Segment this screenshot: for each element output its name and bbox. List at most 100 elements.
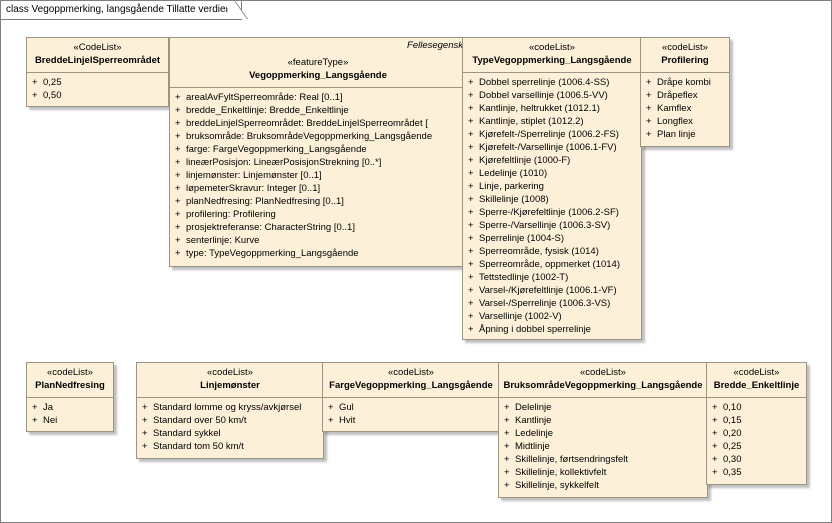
class-attribute[interactable]: +Sperreområde, oppmerket (1014) — [463, 258, 641, 271]
class-attribute[interactable]: +lineærPosisjon: LineærPosisjonStrekning… — [170, 156, 466, 169]
class-box-bredde-linjel[interactable]: «CodeList»BreddeLinjelSperreområdet+0,25… — [26, 37, 169, 107]
class-header: «codeList»Bredde_Enkeltlinje — [707, 363, 806, 398]
class-attribute[interactable]: +0,30 — [707, 453, 806, 466]
attribute-text: 0,10 — [723, 402, 742, 413]
visibility-public: + — [468, 155, 474, 166]
class-attribute[interactable]: +Kantlinje — [499, 414, 707, 427]
class-attribute[interactable]: +linjemønster: Linjemønster [0..1] — [170, 169, 466, 182]
class-attribute[interactable]: +Gul — [323, 401, 499, 414]
class-attribute[interactable]: +Ledelinje (1010) — [463, 167, 641, 180]
class-box-profilering[interactable]: «codeList»Profilering+Dråpe kombi+Dråpef… — [640, 37, 730, 147]
class-attribute[interactable]: +Sperreområde, fysisk (1014) — [463, 245, 641, 258]
class-box-linjemonster[interactable]: «codeList»Linjemønster+Standard lomme og… — [136, 362, 324, 459]
class-attribute[interactable]: + profilering: Profilering — [170, 208, 466, 221]
class-attribute[interactable]: +0,25 — [27, 76, 168, 89]
class-attribute[interactable]: +Skillelinje, kollektivfelt — [499, 466, 707, 479]
class-attribute[interactable]: +Varsellinje (1002-V) — [463, 310, 641, 323]
class-attribute[interactable]: +Kjørefelt-/Varsellinje (1006.1-FV) — [463, 141, 641, 154]
class-attribute[interactable]: +planNedfresing: PlanNedfresing [0..1] — [170, 195, 466, 208]
attribute-text: Kantlinje, heltrukket (1012.1) — [479, 103, 600, 114]
attribute-text: prosjektreferanse: CharacterString [0..1… — [186, 222, 355, 233]
attribute-text: Kamflex — [657, 103, 692, 114]
attribute-text: Skillelinje, sykkelfelt — [515, 480, 599, 491]
class-attribute[interactable]: +Åpning i dobbel sperrelinje — [463, 323, 641, 336]
visibility-public: + — [175, 92, 181, 103]
class-attribute[interactable]: +Kantlinje, heltrukket (1012.1) — [463, 102, 641, 115]
class-attribute[interactable]: +Varsel-/Sperrelinje (1006.3-VS) — [463, 297, 641, 310]
class-attribute[interactable]: +Dråpe kombi — [641, 76, 729, 89]
class-attribute[interactable]: +Linje, parkering — [463, 180, 641, 193]
class-attribute[interactable]: +Plan linje — [641, 128, 729, 141]
class-box-farge[interactable]: «codeList»FargeVegoppmerking_Langsgående… — [322, 362, 500, 432]
class-attribute[interactable]: +Standard tom 50 km/t — [137, 440, 323, 453]
class-attribute[interactable]: +0,10 — [707, 401, 806, 414]
class-header: «codeList»TypeVegoppmerking_Langsgående — [463, 38, 641, 73]
class-attribute[interactable]: +0,15 — [707, 414, 806, 427]
class-attribute[interactable]: +Skillelinje (1008) — [463, 193, 641, 206]
class-attribute[interactable]: +Hvit — [323, 414, 499, 427]
attribute-text: Skillelinje (1008) — [479, 194, 549, 205]
attribute-text: Kjørefeltlinje (1000-F) — [479, 155, 571, 166]
visibility-public: + — [175, 209, 181, 220]
visibility-public: + — [504, 428, 510, 439]
visibility-public: + — [468, 220, 474, 231]
attribute-text: Tettstedlinje (1002-T) — [479, 272, 569, 283]
visibility-public: + — [468, 77, 474, 88]
attribute-text: profilering: Profilering — [186, 209, 276, 220]
visibility-public: + — [504, 415, 510, 426]
class-attribute[interactable]: +bruksområde: BruksområdeVegoppmerking_L… — [170, 130, 466, 143]
class-attribute[interactable]: +løpemeterSkravur: Integer [0..1] — [170, 182, 466, 195]
class-attribute[interactable]: +Kamflex — [641, 102, 729, 115]
class-attribute[interactable]: +prosjektreferanse: CharacterString [0..… — [170, 221, 466, 234]
class-attribute[interactable]: +Standard over 50 km/t — [137, 414, 323, 427]
class-attribute[interactable]: + Skillelinje, sykkelfelt — [499, 479, 707, 492]
class-attribute[interactable]: + Kjørefeltlinje (1000-F) — [463, 154, 641, 167]
class-header: Fellesegensk«featureType»Vegoppmerking_L… — [170, 38, 466, 88]
class-attribute[interactable]: +0,35 — [707, 466, 806, 479]
class-attribute[interactable]: +Nei — [27, 414, 113, 427]
visibility-public: + — [712, 454, 718, 465]
class-box-bruksomrade[interactable]: «codeList»BruksområdeVegoppmerking_Langs… — [498, 362, 708, 498]
visibility-public: + — [468, 129, 474, 140]
attribute-text: Skillelinje, førtsendringsfelt — [515, 454, 628, 465]
class-attribute[interactable]: +Sperre-/Kjørefeltlinje (1006.2-SF) — [463, 206, 641, 219]
class-attribute[interactable]: +Skillelinje, førtsendringsfelt — [499, 453, 707, 466]
class-attribute[interactable]: +bredde_Enkeltlinje: Bredde_Enkeltlinje — [170, 104, 466, 117]
class-box-plan-nedfresing[interactable]: «codeList»PlanNedfresing+Ja+Nei — [26, 362, 114, 432]
visibility-public: + — [646, 77, 652, 88]
class-attribute[interactable]: +breddeLinjelSperreområdet: BreddeLinjel… — [170, 117, 466, 130]
class-attribute[interactable]: +Varsel-/Kjørefeltlinje (1006.1-VF) — [463, 284, 641, 297]
class-attribute[interactable]: +Longflex — [641, 115, 729, 128]
class-attribute[interactable]: +Kantlinje, stiplet (1012.2) — [463, 115, 641, 128]
class-attribute[interactable]: +Ledelinje — [499, 427, 707, 440]
class-attribute[interactable]: +Dobbel sperrelinje (1006.4-SS) — [463, 76, 641, 89]
visibility-public: + — [175, 131, 181, 142]
visibility-public: + — [504, 480, 510, 491]
class-attribute[interactable]: +Sperre-/Varsellinje (1006.3-SV) — [463, 219, 641, 232]
visibility-public: + — [712, 428, 718, 439]
class-attribute[interactable]: +0,25 — [707, 440, 806, 453]
class-attribute[interactable]: +Standard sykkel — [137, 427, 323, 440]
class-attribute[interactable]: +0,20 — [707, 427, 806, 440]
class-box-type-vegopp[interactable]: «codeList»TypeVegoppmerking_Langsgående +… — [462, 37, 642, 340]
class-name: Profilering — [661, 55, 709, 66]
class-box-bredde-enkelt[interactable]: «codeList»Bredde_Enkeltlinje+0,10+0,15+0… — [706, 362, 807, 485]
class-attribute[interactable]: +farge: FargeVegoppmerking_Langsgående — [170, 143, 466, 156]
class-attribute[interactable]: +Delelinje — [499, 401, 707, 414]
class-attribute[interactable]: +Sperrelinje (1004-S) — [463, 232, 641, 245]
class-stereotype: «codeList» — [47, 367, 93, 378]
class-box-vegoppmerking[interactable]: Fellesegensk«featureType»Vegoppmerking_L… — [169, 37, 467, 267]
class-attribute[interactable]: +Ja — [27, 401, 113, 414]
class-attribute[interactable]: +Dråpeflex — [641, 89, 729, 102]
class-attribute[interactable]: +Midtlinje — [499, 440, 707, 453]
class-attribute[interactable]: +0,50 — [27, 89, 168, 102]
class-attribute[interactable]: +Dobbel varsellinje (1006.5-VV) — [463, 89, 641, 102]
class-attribute[interactable]: +Tettstedlinje (1002-T) — [463, 271, 641, 284]
class-attribute[interactable]: +senterlinje: Kurve — [170, 234, 466, 247]
class-attribute[interactable]: +arealAvFyltSperreområde: Real [0..1] — [170, 91, 466, 104]
attribute-text: 0,25 — [43, 77, 62, 88]
visibility-public: + — [646, 129, 652, 140]
class-attribute[interactable]: +type: TypeVegoppmerking_Langsgående — [170, 247, 466, 260]
class-attribute[interactable]: +Kjørefelt-/Sperrelinje (1006.2-FS) — [463, 128, 641, 141]
class-attribute[interactable]: +Standard lomme og kryss/avkjørsel — [137, 401, 323, 414]
